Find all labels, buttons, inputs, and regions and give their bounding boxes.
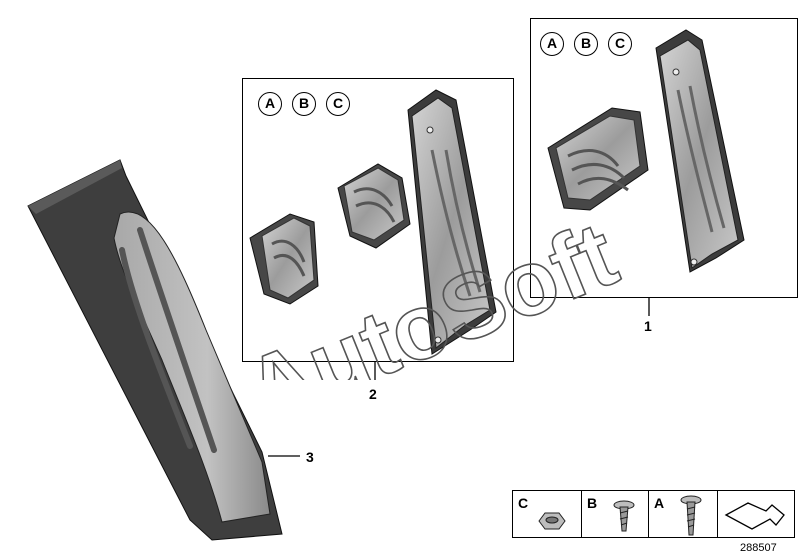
legend-letter-c: C — [518, 495, 529, 511]
group-2-frame — [242, 78, 514, 362]
variant-b-badge: B — [292, 92, 316, 116]
group-1-frame — [530, 18, 798, 298]
callout-number-2: 2 — [369, 386, 377, 402]
legend-cell-c: C — [512, 490, 582, 538]
variant-c-badge: C — [326, 92, 350, 116]
variant-b-badge: B — [574, 32, 598, 56]
pedal-set-group-1 — [547, 29, 745, 273]
direction-arrow-icon — [724, 502, 785, 530]
variant-a-badge: A — [258, 92, 282, 116]
hex-nut-icon — [538, 512, 566, 530]
callout-number-1: 1 — [644, 318, 652, 334]
legend-cell-direction — [717, 490, 795, 538]
legend-cell-a: A — [648, 490, 718, 538]
short-screw-icon — [613, 500, 635, 532]
legend-cell-b: B — [581, 490, 649, 538]
variant-a-badge: A — [540, 32, 564, 56]
variant-c-badge: C — [608, 32, 632, 56]
footrest-part-3 — [27, 159, 283, 541]
legend-letter-a: A — [654, 495, 665, 511]
legend-letter-b: B — [587, 495, 598, 511]
pedal-set-group-2 — [249, 89, 497, 355]
callout-number-3: 3 — [306, 449, 314, 465]
diagram-number: 288507 — [740, 542, 777, 554]
long-screw-icon — [680, 495, 702, 536]
